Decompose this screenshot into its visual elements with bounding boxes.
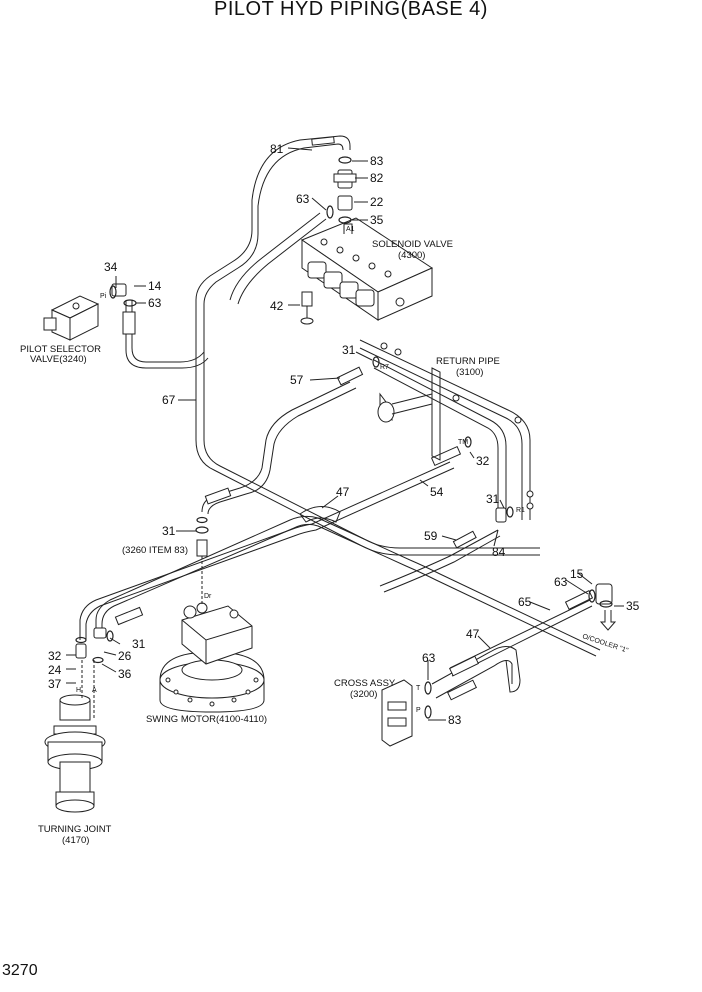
callout-numbers: 81 83 82 63 22 35 34 14 63 42 31 57 67 3… (48, 142, 640, 727)
callout-34: 34 (104, 260, 118, 274)
leader-lines (66, 147, 624, 721)
port-a1: A1 (346, 226, 355, 233)
callout-14: 14 (148, 279, 162, 293)
callout-63: 63 (296, 192, 310, 206)
port-r1: R1 (516, 507, 525, 514)
hose-57 (201, 366, 364, 515)
cross-assy (381, 679, 432, 747)
callout-67: 67 (162, 393, 176, 407)
turning-joint (44, 660, 106, 813)
hose-54 (79, 445, 462, 640)
solenoid-valve-number: (4300) (398, 250, 425, 261)
solenoid-valve (300, 217, 434, 321)
callout-83: 83 (448, 713, 462, 727)
return-pipe-number: (3100) (456, 367, 483, 378)
port-labels: A1 Pi R7 TM R1 Dr H A T P (76, 226, 525, 714)
swing-motor (159, 526, 265, 713)
callout-31: 31 (162, 524, 176, 538)
callout-54: 54 (430, 485, 444, 499)
oil-cooler-fitting (588, 583, 617, 631)
callout-83: 83 (370, 154, 384, 168)
port-p: P (416, 707, 421, 714)
callout-47: 47 (336, 485, 350, 499)
page-number: 3270 (2, 962, 38, 979)
port-r7: R7 (380, 364, 389, 371)
port-h: H (76, 687, 81, 694)
hose-59 (379, 529, 501, 593)
callout-36: 36 (118, 667, 132, 681)
pilot-selector-label: PILOT SELECTOR (20, 344, 101, 355)
port-pi: Pi (100, 293, 107, 300)
callout-63: 63 (554, 575, 568, 589)
cross-assy-number: (3200) (350, 689, 377, 700)
item-reference-label: (3260 ITEM 83) (122, 545, 188, 556)
callout-26: 26 (118, 649, 132, 663)
callout-57: 57 (290, 373, 304, 387)
callout-31: 31 (486, 492, 500, 506)
callout-63: 63 (148, 296, 162, 310)
port-tm: TM (458, 439, 468, 446)
callout-15: 15 (570, 567, 584, 581)
callout-31: 31 (342, 343, 356, 357)
callout-81: 81 (270, 142, 284, 156)
page-title: PILOT HYD PIPING(BASE 4) (214, 0, 488, 20)
turning-joint-label: TURNING JOINT (38, 824, 112, 835)
hose-63-pilot (122, 300, 209, 369)
pilot-selector-valve (43, 283, 137, 341)
return-fittings (196, 356, 514, 524)
callout-32: 32 (48, 649, 62, 663)
solenoid-fittings (300, 156, 357, 325)
turning-joint-number: (4170) (62, 835, 89, 846)
callout-65: 65 (518, 595, 532, 609)
callout-82: 82 (370, 171, 384, 185)
component-labels: SOLENOID VALVE (4300) PILOT SELECTOR VAL… (20, 239, 629, 846)
pilot-selector-number: VALVE(3240) (30, 354, 87, 365)
callout-59: 59 (424, 529, 438, 543)
hose-81 (229, 135, 351, 305)
callout-47: 47 (466, 627, 480, 641)
return-pipe (359, 339, 534, 520)
hose-47b (431, 646, 521, 701)
port-a: A (92, 687, 97, 694)
turning-joint-fittings (75, 627, 114, 664)
callout-24: 24 (48, 663, 62, 677)
callout-35: 35 (370, 213, 384, 227)
callout-35: 35 (626, 599, 640, 613)
callout-63: 63 (422, 651, 436, 665)
port-t: T (416, 685, 421, 692)
callout-42: 42 (270, 299, 284, 313)
return-pipe-label: RETURN PIPE (436, 356, 500, 367)
callout-32: 32 (476, 454, 490, 468)
callout-22: 22 (370, 195, 384, 209)
solenoid-valve-label: SOLENOID VALVE (372, 239, 453, 250)
callout-84: 84 (492, 545, 506, 559)
port-dr: Dr (204, 593, 212, 600)
swing-motor-label: SWING MOTOR(4100-4110) (146, 714, 267, 725)
callout-31: 31 (132, 637, 146, 651)
callout-37: 37 (48, 677, 62, 691)
cross-assy-label: CROSS ASSY (334, 678, 396, 689)
